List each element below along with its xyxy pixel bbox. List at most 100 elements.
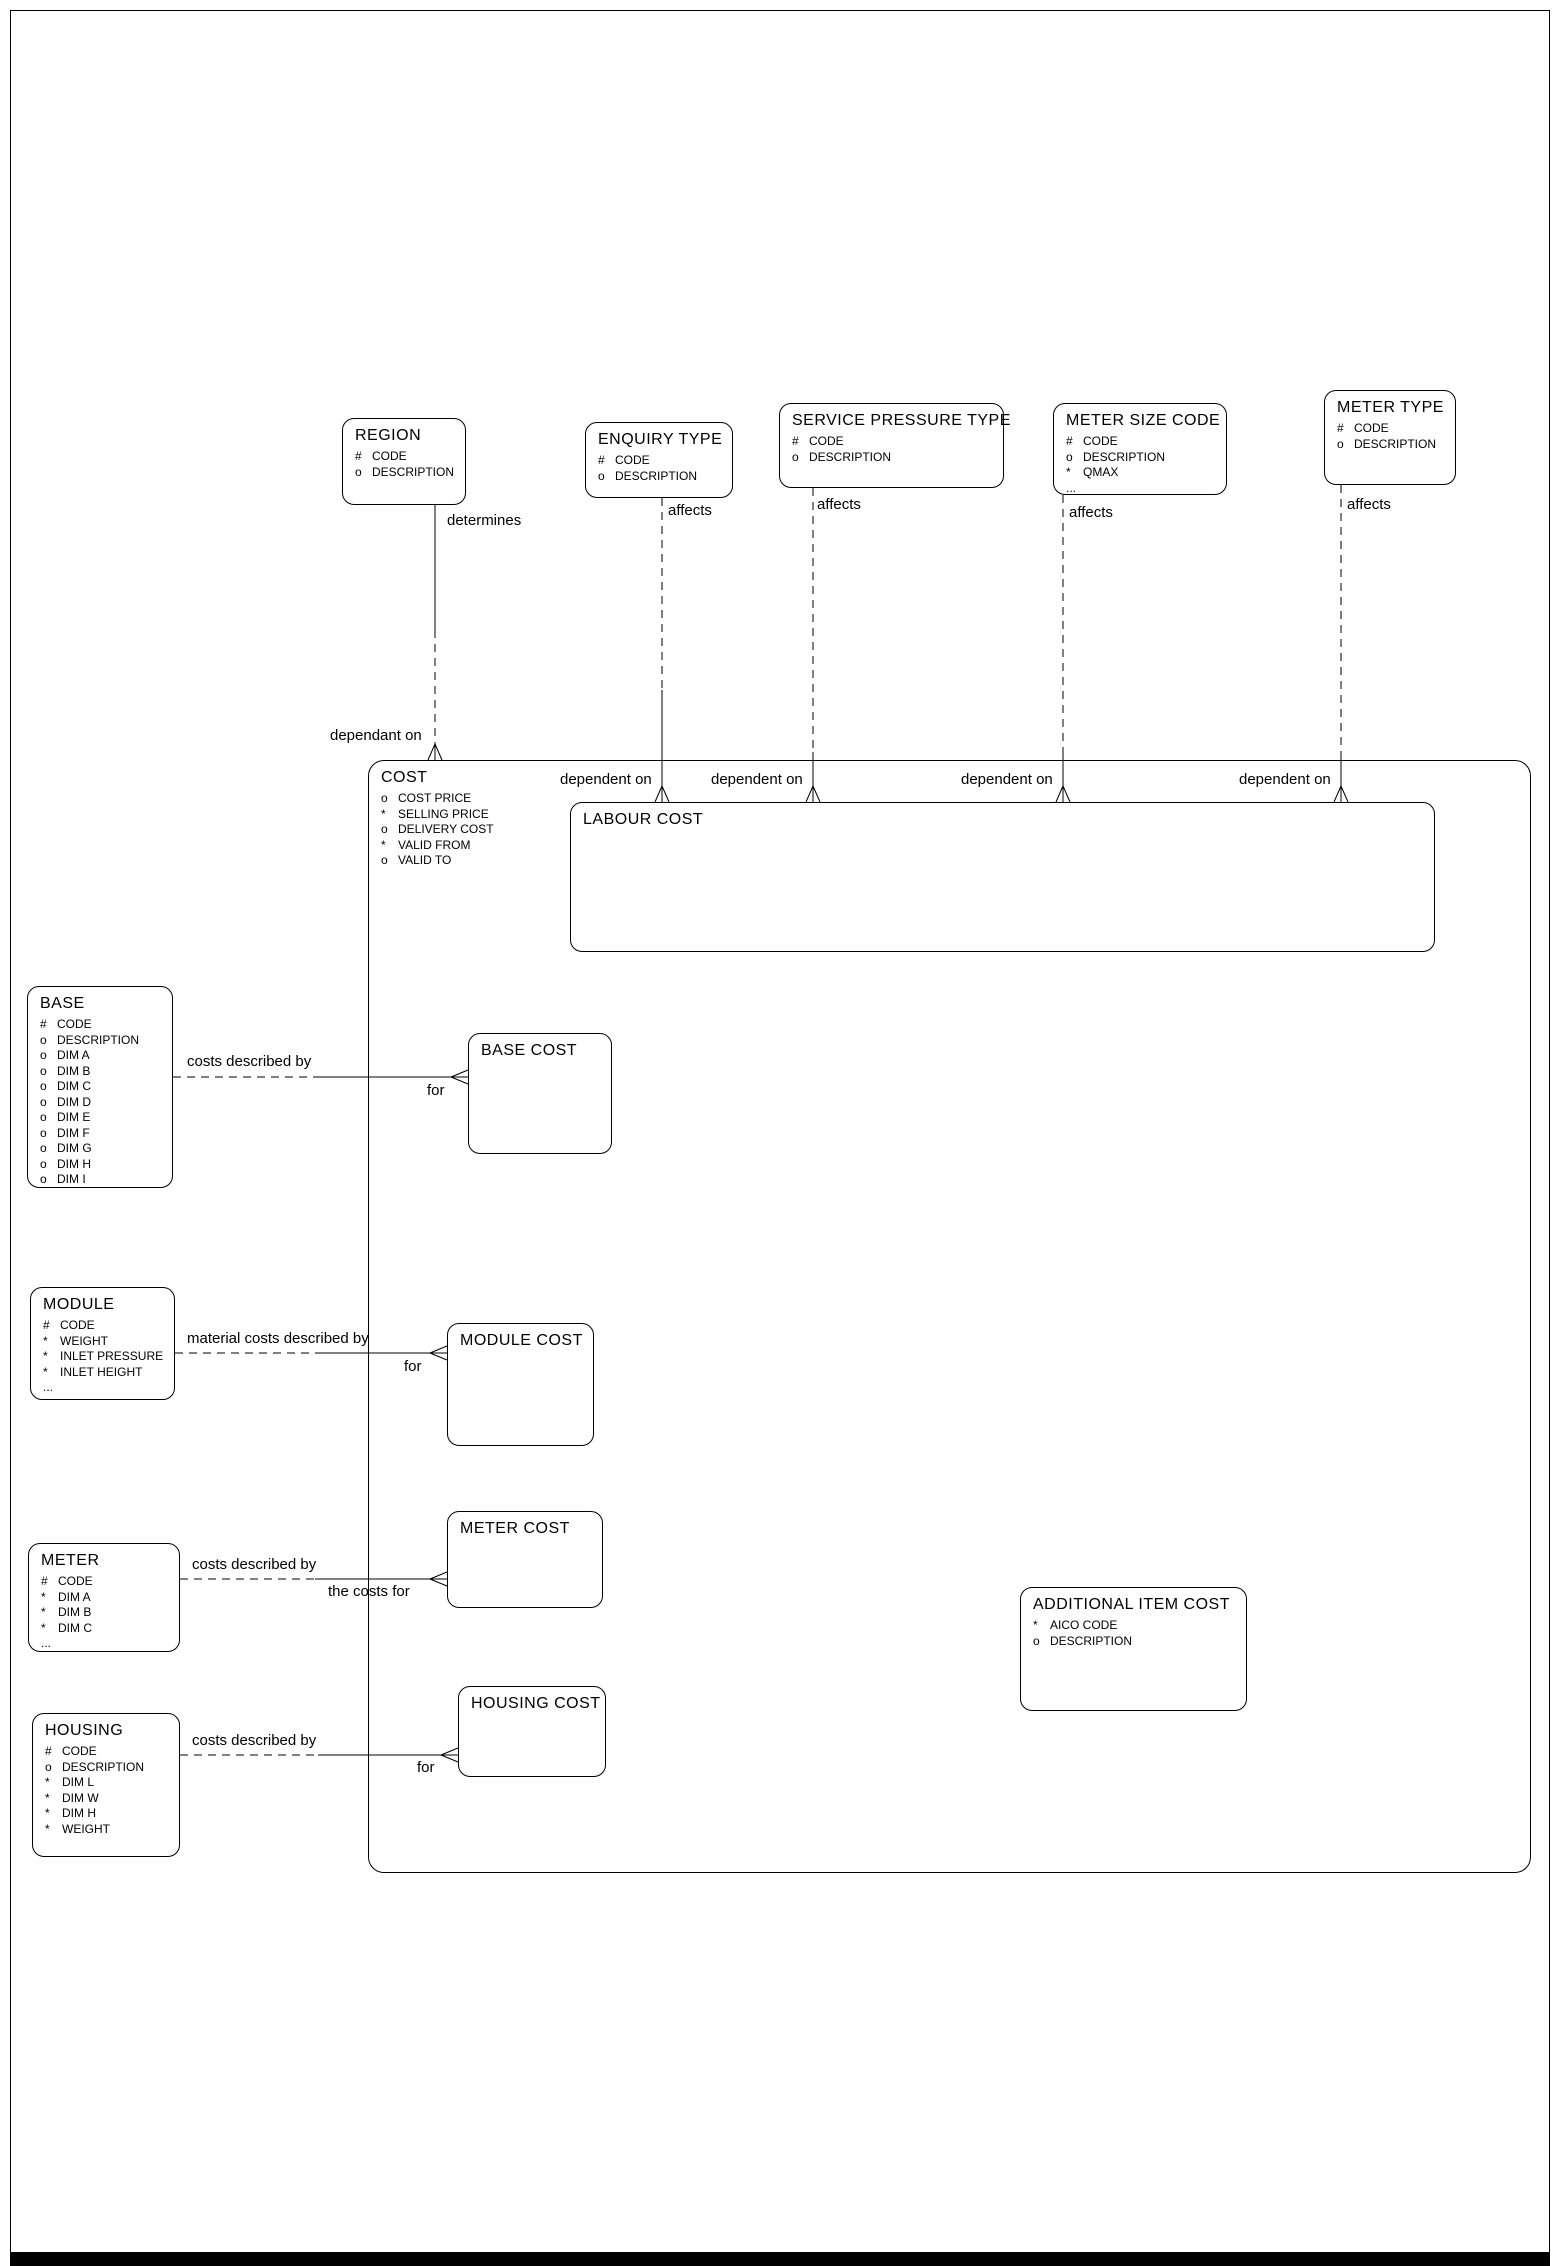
entity-title: MODULE COST <box>460 1332 583 1349</box>
rel-label-for-module: for <box>404 1358 422 1375</box>
rel-label-the-costs-for: the costs for <box>328 1583 410 1600</box>
entity-title: REGION <box>355 427 422 444</box>
entity-attribute: *INLET HEIGHT <box>43 1364 143 1379</box>
entity-attribute: *DIM A <box>41 1589 91 1604</box>
entity-attribute: #CODE <box>41 1574 93 1588</box>
entity-meter[interactable]: METER #CODE*DIM A*DIM B*DIM C... <box>28 1543 180 1652</box>
rel-label-dependent-on-metertype: dependent on <box>1239 771 1331 788</box>
entity-attribute: #CODE <box>355 449 407 463</box>
entity-housing-cost[interactable]: HOUSING COST <box>458 1686 606 1777</box>
entity-title: SERVICE PRESSURE TYPE <box>792 412 1011 429</box>
rel-label-affects-metertype: affects <box>1347 496 1391 513</box>
rel-label-dependent-on-enquiry: dependent on <box>560 771 652 788</box>
rel-label-affects-service: affects <box>817 496 861 513</box>
entity-title: ENQUIRY TYPE <box>598 431 723 448</box>
entity-title: MODULE <box>43 1296 115 1313</box>
rel-label-dependant-on: dependant on <box>330 727 422 744</box>
entity-attribute: *DIM H <box>45 1806 96 1820</box>
rel-label-costs-described-by-base: costs described by <box>187 1053 312 1070</box>
entity-attribute: #CODE <box>1337 421 1389 435</box>
entity-attribute: #CODE <box>45 1744 97 1758</box>
entity-attribute: ... <box>41 1636 52 1650</box>
entity-title: BASE COST <box>481 1042 578 1059</box>
entity-attribute: #CODE <box>40 1017 92 1031</box>
rel-label-affects-metersize: affects <box>1069 504 1113 521</box>
entity-title: COST <box>381 769 428 786</box>
entity-title: HOUSING <box>45 1722 124 1739</box>
rel-label-costs-described-by-housing: costs described by <box>192 1732 317 1749</box>
rel-label-dependent-on-service: dependent on <box>711 771 803 788</box>
entity-attribute: *INLET PRESSURE <box>43 1349 164 1363</box>
entity-title: METER COST <box>460 1520 570 1537</box>
entity-module[interactable]: MODULE #CODE*WEIGHT*INLET PRESSURE*INLET… <box>30 1287 175 1400</box>
entity-title: HOUSING COST <box>471 1695 601 1712</box>
rel-label-for-base: for <box>427 1082 445 1099</box>
entity-attribute: *QMAX <box>1066 465 1119 479</box>
entity-attributes: #CODE*DIM A*DIM B*DIM C... <box>41 1574 171 1652</box>
entity-attribute: #CODE <box>792 434 844 448</box>
entity-title: METER TYPE <box>1337 399 1444 416</box>
crowfoot-region-cost <box>427 743 443 761</box>
entity-attribute: ... <box>1066 480 1077 495</box>
entity-attribute: ... <box>43 1380 54 1394</box>
entity-attribute: #CODE <box>598 453 650 467</box>
entity-attribute: *WEIGHT <box>45 1821 110 1836</box>
entity-attribute: *DIM L <box>45 1775 95 1789</box>
rel-label-for-housing: for <box>417 1759 435 1776</box>
entity-attribute: *DIM B <box>41 1605 92 1619</box>
entity-base-cost[interactable]: BASE COST <box>468 1033 612 1154</box>
rel-label-dependent-on-metersize: dependent on <box>961 771 1053 788</box>
entity-attribute: *WEIGHT <box>43 1333 108 1348</box>
rel-label-affects-enquiry: affects <box>668 502 712 519</box>
entity-title: METER <box>41 1552 100 1569</box>
entity-meter-cost[interactable]: METER COST <box>447 1511 603 1608</box>
entity-attributes: #CODE*WEIGHT*INLET PRESSURE*INLET HEIGHT… <box>43 1318 166 1396</box>
page-bottom-bar <box>10 2252 1550 2266</box>
entity-title: LABOUR COST <box>583 811 704 828</box>
entity-title: BASE <box>40 995 85 1012</box>
entity-title: ADDITIONAL ITEM COST <box>1033 1596 1230 1613</box>
entity-attribute: *AICO CODE <box>1033 1618 1118 1632</box>
entity-labour-cost[interactable]: LABOUR COST <box>570 802 1435 952</box>
entity-attribute: #CODE <box>1066 434 1118 448</box>
entity-attribute: #CODE <box>43 1318 95 1332</box>
rel-label-material-costs-described-by: material costs described by <box>187 1330 369 1347</box>
entity-attribute: *DIM C <box>41 1620 92 1635</box>
entity-module-cost[interactable]: MODULE COST <box>447 1323 594 1446</box>
entity-title: METER SIZE CODE <box>1066 412 1221 429</box>
